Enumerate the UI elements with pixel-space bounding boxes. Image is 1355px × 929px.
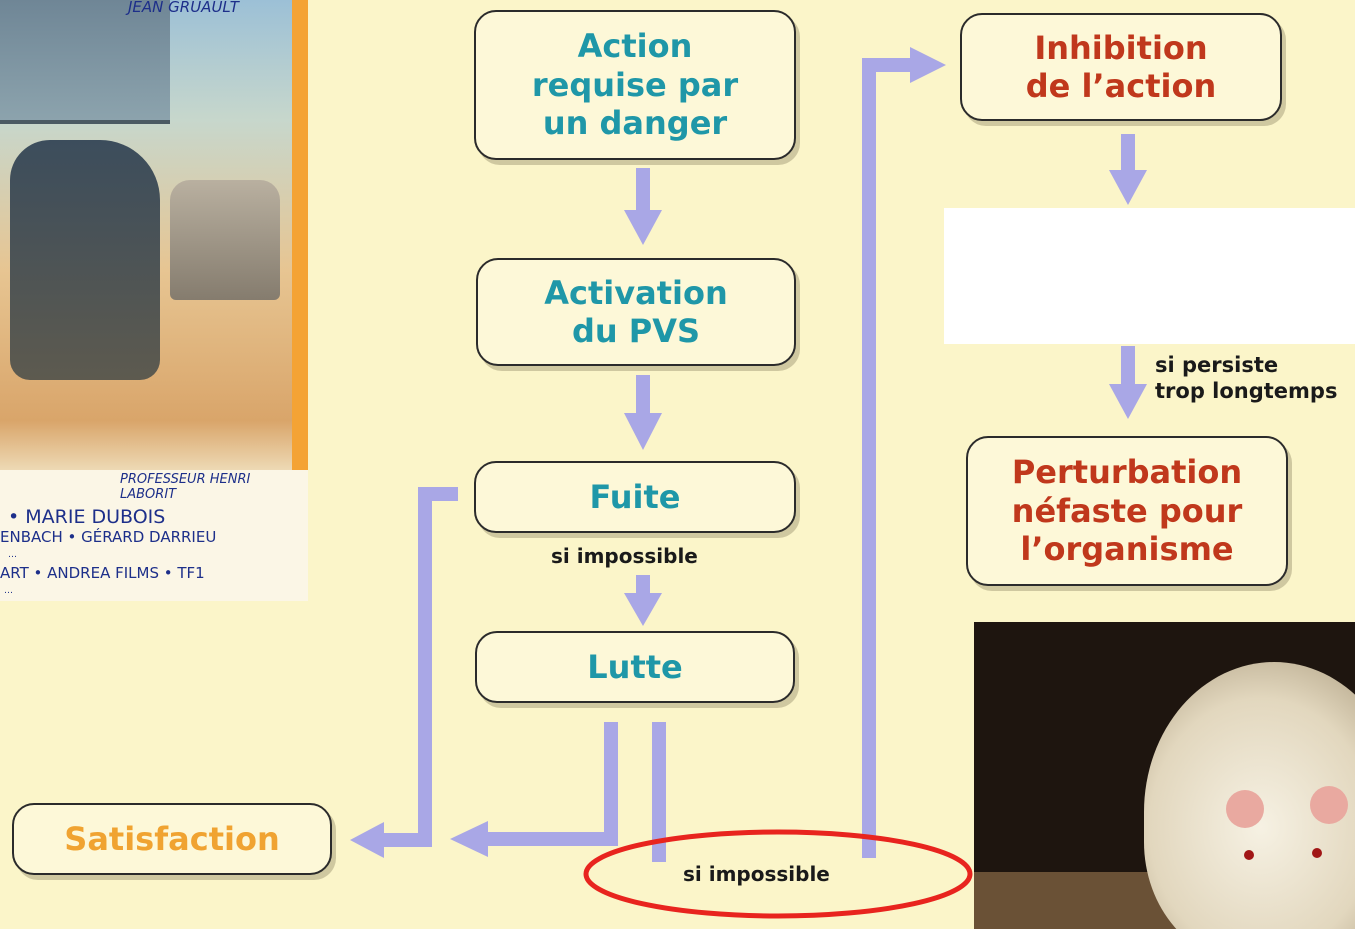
node-activation-line-2: du PVS [571, 312, 701, 350]
node-inhibition-line-2: de l’action [1025, 67, 1217, 105]
poster-cast-line-1: • MARIE DUBOIS [8, 506, 166, 528]
arrow-to-satisfaction-1-head [350, 822, 384, 858]
connector-lutte-bottom [484, 832, 618, 846]
node-action-requise: Action requise par un danger [474, 10, 796, 160]
connector-fuite-bottom [380, 833, 432, 847]
node-perturbation: Perturbation néfaste pour l’organisme [966, 436, 1288, 586]
node-inhibition-line-1: Inhibition [1034, 28, 1208, 67]
connector-riser-top [862, 58, 914, 72]
label-si-persiste-line-2: trop longtemps [1155, 379, 1338, 404]
node-satisfaction: Satisfaction [12, 803, 332, 875]
poster-fine-print-2: … [4, 586, 13, 596]
node-action-line-3: un danger [542, 104, 728, 143]
rat-photo [974, 622, 1355, 929]
node-fuite-label: Fuite [589, 477, 681, 516]
arrow-fuite-lutte [636, 575, 650, 595]
arrow-to-satisfaction-2-head [450, 821, 488, 857]
node-lutte-label: Lutte [587, 647, 683, 686]
movie-poster: JEAN GRUAULT PROFESSEUR HENRI LABORIT • … [0, 0, 308, 601]
rat-ear-left [1226, 790, 1264, 828]
node-lutte: Lutte [475, 631, 795, 703]
node-perturbation-line-2: néfaste pour [1011, 491, 1243, 530]
connector-lutte-down-2 [652, 722, 666, 862]
node-activation-pvs: Activation du PVS [476, 258, 796, 366]
blank-panel [944, 208, 1355, 344]
poster-frame-edge [292, 0, 308, 470]
arrow-inhibition-down-head [1109, 170, 1147, 205]
arrow-to-inhibition-head [910, 47, 946, 83]
rat-eye-left [1244, 850, 1254, 860]
connector-fuite-down [418, 487, 432, 845]
label-si-impossible-1: si impossible [551, 544, 698, 568]
arrow-persiste-down [1121, 346, 1135, 386]
node-action-line-2: requise par [531, 65, 739, 104]
poster-credit-line: PROFESSEUR HENRI LABORIT [120, 472, 251, 502]
connector-lutte-down-1 [604, 722, 618, 846]
arrow-inhibition-down [1121, 134, 1135, 174]
label-si-impossible-2: si impossible [683, 862, 830, 886]
arrow-action-activation [636, 168, 650, 212]
poster-fine-print-1: … [8, 550, 17, 560]
arrow-action-activation-head [624, 210, 662, 245]
node-satisfaction-label: Satisfaction [64, 819, 280, 858]
highlight-ellipse [583, 829, 973, 919]
poster-credits: PROFESSEUR HENRI LABORIT • MARIE DUBOIS … [0, 470, 308, 601]
arrow-activation-fuite [636, 375, 650, 415]
label-si-persiste-line-1: si persiste [1155, 353, 1279, 377]
arrow-activation-fuite-head [624, 413, 662, 450]
arrow-persiste-down-head [1109, 384, 1147, 419]
label-si-persiste: si persiste trop longtemps [1155, 352, 1337, 405]
node-fuite: Fuite [474, 461, 796, 533]
node-action-line-1: Action [577, 27, 693, 66]
connector-riser [862, 58, 876, 858]
node-activation-line-1: Activation [544, 273, 728, 312]
poster-top-credit: JEAN GRUAULT [128, 0, 239, 16]
poster-gravestone-illustration [170, 180, 280, 300]
poster-cast-line-2: ENBACH • GÉRARD DARRIEU [0, 528, 217, 546]
node-perturbation-line-3: l’organisme [1020, 530, 1234, 569]
rat-eye-right [1312, 848, 1322, 858]
node-inhibition: Inhibition de l’action [960, 13, 1282, 121]
rat-ear-right [1310, 786, 1348, 824]
poster-studio-line: ART • ANDREA FILMS • TF1 [0, 564, 205, 582]
poster-man-illustration [10, 140, 160, 380]
node-perturbation-line-1: Perturbation [1011, 453, 1243, 492]
arrow-fuite-lutte-head [624, 593, 662, 626]
poster-house-illustration [0, 0, 170, 124]
